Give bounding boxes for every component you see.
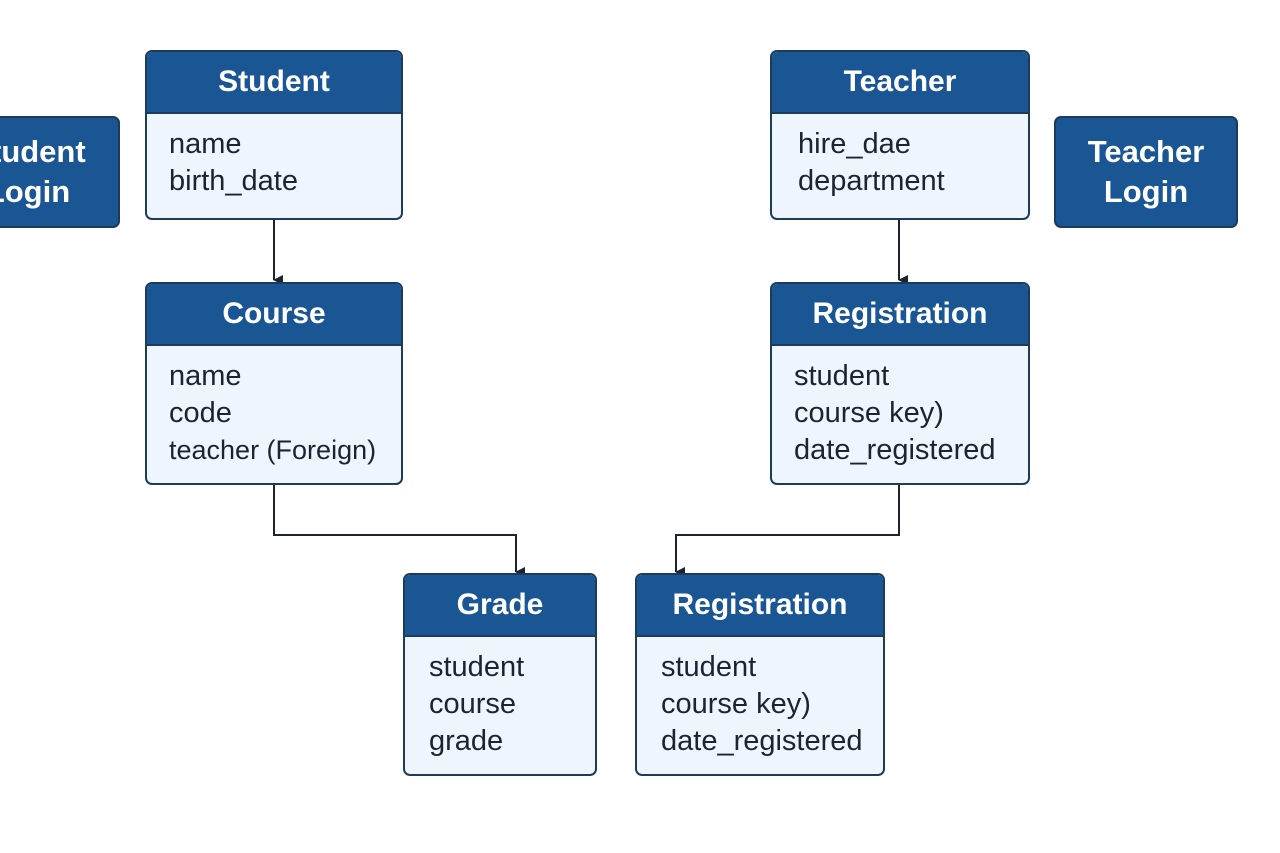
entity-grade: Grade student course grade [403,573,597,776]
entity-registration-top-fields: student course key) date_registered [772,346,1028,469]
entity-teacher-fields: hire_dae department [772,114,1028,200]
entity-student-title: Student [147,52,401,114]
connector-registration-registration [675,485,900,577]
entity-course-field: code [169,397,232,429]
student-login-box[interactable]: Student Login [0,116,120,228]
entity-registration-top-title: Registration [772,284,1028,346]
entity-registration-bottom-fields: student course key) date_registered [637,637,883,760]
entity-registration-bottom-field: student [661,651,757,683]
entity-student-field: name [169,128,242,160]
entity-registration-top-field: date_registered [794,434,996,466]
connector-course-grade [273,485,525,577]
entity-registration-top: Registration student course key) date_re… [770,282,1030,485]
entity-teacher-field: department [798,165,945,197]
entity-grade-field: grade [429,725,504,757]
entity-registration-bottom-field: date_registered [661,725,863,757]
entity-course: Course name code teacher (Foreign) [145,282,403,485]
entity-teacher: Teacher hire_dae department [770,50,1030,220]
entity-student-field: birth_date [169,165,298,197]
entity-grade-fields: student course grade [405,637,595,760]
entity-teacher-field: hire_dae [798,128,911,160]
entity-registration-top-field: course key) [794,397,944,429]
entity-registration-bottom: Registration student course key) date_re… [635,573,885,776]
entity-grade-field: course [429,688,517,720]
entity-course-field: name [169,360,242,392]
teacher-login-box[interactable]: Teacher Login [1054,116,1238,228]
entity-course-field: teacher (Foreign) [169,435,377,465]
entity-student: Student name birth_date [145,50,403,220]
entity-registration-top-field: student [794,360,890,392]
entity-student-fields: name birth_date [147,114,401,200]
teacher-login-line2: Login [1103,174,1189,209]
entity-grade-field: student [429,651,525,683]
teacher-login-line1: Teacher [1087,134,1205,169]
entity-course-title: Course [147,284,401,346]
student-login-line2: Login [0,174,71,209]
entity-registration-bottom-field: course key) [661,688,811,720]
student-login-line1: Student [0,134,86,169]
entity-course-fields: name code teacher (Foreign) [147,346,401,469]
entity-grade-title: Grade [405,575,595,637]
entity-registration-bottom-title: Registration [637,575,883,637]
entity-teacher-title: Teacher [772,52,1028,114]
